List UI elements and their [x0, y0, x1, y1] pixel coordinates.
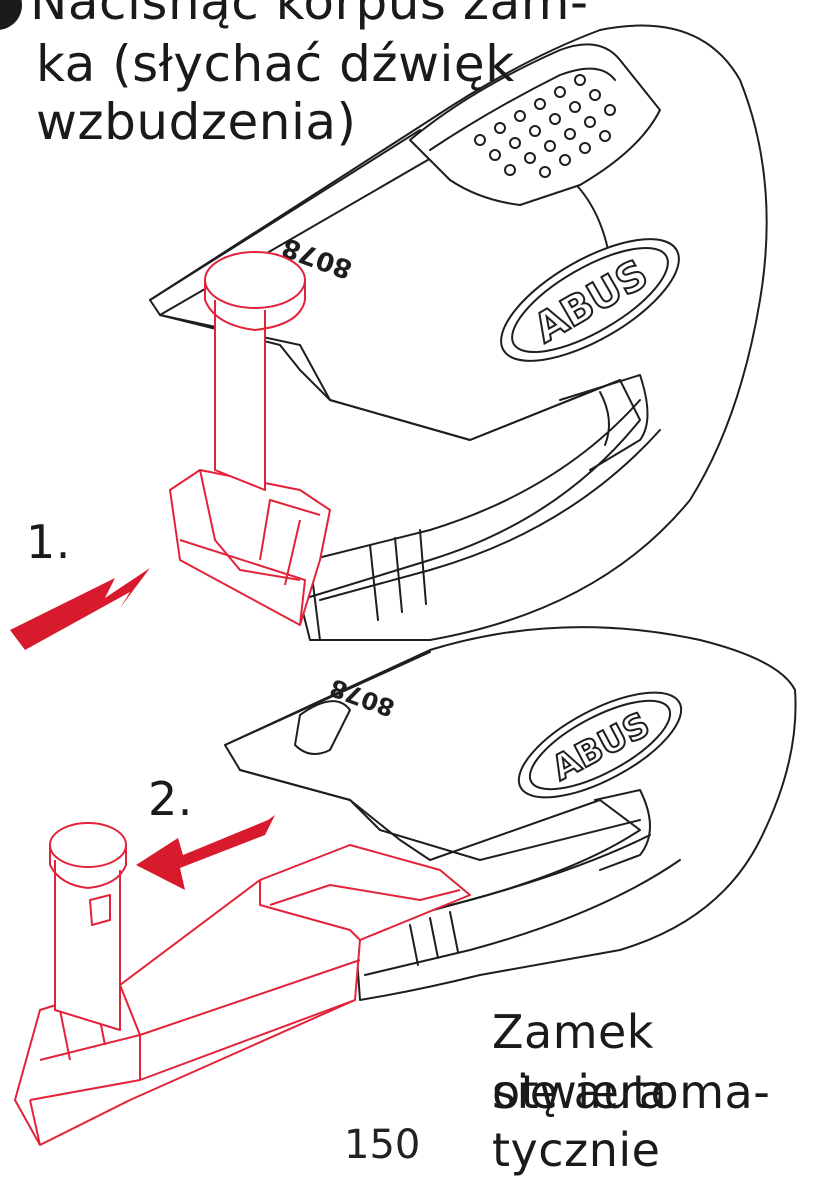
push-arrow-icon [10, 568, 150, 650]
instruction-line-1: Nacisnąć korpus zam- [30, 0, 589, 30]
step-one-label: 1. [26, 515, 71, 569]
page-number: 150 [344, 1122, 420, 1168]
step-two-label: 2. [148, 772, 193, 826]
result-line-2: się automa- [492, 1062, 770, 1122]
instruction-line-2: ka (słychać dźwięk [36, 36, 515, 92]
result-line-3: tycznie [492, 1120, 660, 1180]
instruction-line-3: wzbudzenia) [36, 94, 357, 150]
pull-arrow-icon [136, 815, 275, 890]
